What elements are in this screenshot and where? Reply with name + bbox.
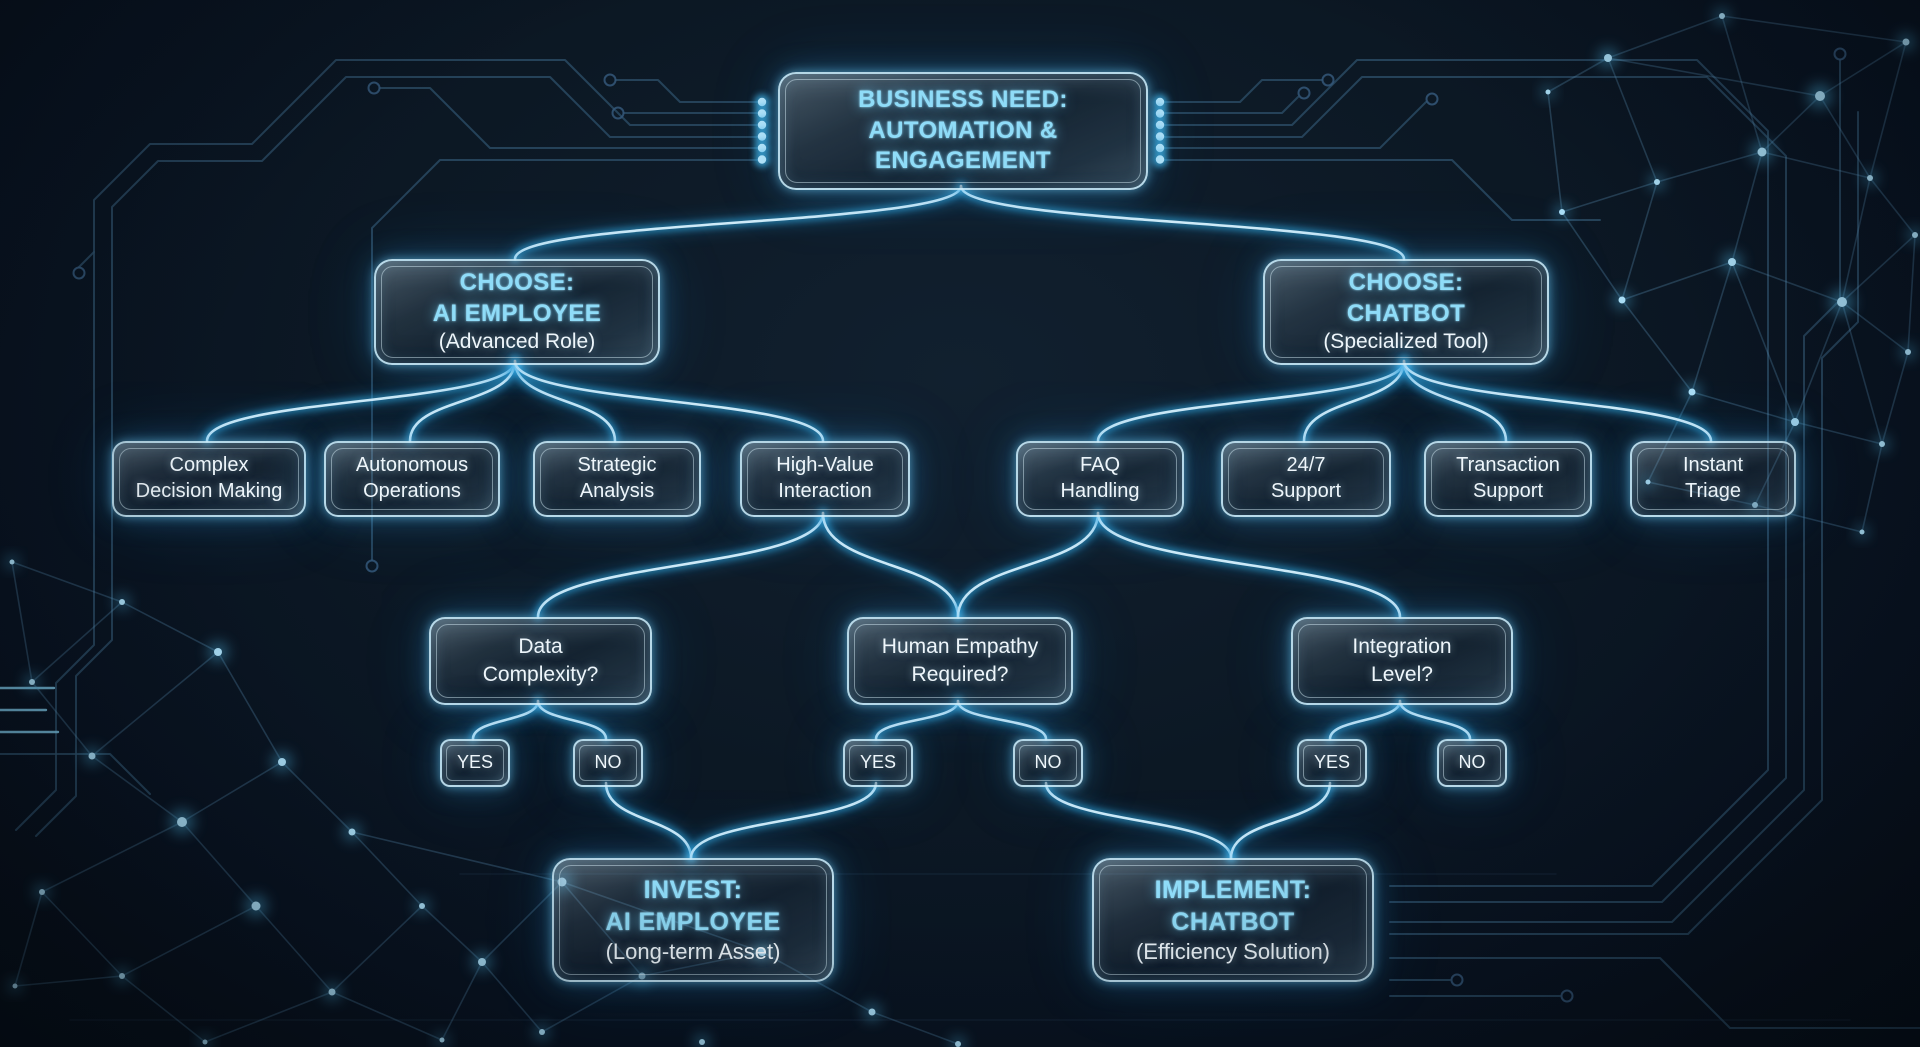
node-line: YES: [1313, 752, 1351, 773]
node-line: Integration: [1352, 634, 1452, 658]
node-line: Operations: [363, 480, 461, 502]
node-line: YES: [859, 752, 897, 773]
node-faq-handling: FAQ Handling: [1016, 441, 1184, 517]
node-integration-level: Integration Level?: [1291, 617, 1513, 705]
node-line: Support: [1270, 480, 1342, 502]
node-yes-human-empathy: YES: [843, 739, 913, 787]
node-data-complexity: Data Complexity?: [429, 617, 652, 705]
node-line: (Advanced Role): [438, 330, 596, 354]
node-line: Complexity?: [482, 663, 599, 686]
node-line: AI EMPLOYEE: [605, 907, 781, 936]
node-line: (Long-term Asset): [605, 938, 781, 964]
node-autonomous-operations: Autonomous Operations: [324, 441, 500, 517]
node-line: CHATBOT: [1346, 299, 1466, 327]
node-line: Handling: [1060, 480, 1140, 502]
node-line: ENGAGEMENT: [874, 147, 1051, 175]
node-line: Complex: [169, 454, 249, 477]
node-line: NO: [1458, 752, 1486, 773]
node-line: Instant: [1682, 454, 1744, 477]
node-line: (Efficiency Solution): [1135, 938, 1330, 964]
node-line: Autonomous: [355, 454, 469, 477]
node-line: YES: [456, 752, 494, 773]
node-line: High-Value: [776, 454, 874, 477]
node-line: Support: [1472, 480, 1544, 502]
node-line: AI EMPLOYEE: [432, 299, 602, 327]
node-line: BUSINESS NEED:: [858, 85, 1068, 113]
node-line: Triage: [1685, 480, 1741, 502]
node-strategic-analysis: Strategic Analysis: [533, 441, 701, 517]
node-line: CHOOSE:: [459, 268, 575, 296]
node-choose-chatbot: CHOOSE: CHATBOT (Specialized Tool): [1263, 259, 1549, 365]
node-line: NO: [1034, 752, 1062, 773]
node-line: CHOOSE:: [1348, 268, 1464, 296]
node-no-human-empathy: NO: [1013, 739, 1083, 787]
node-line: FAQ: [1079, 454, 1120, 477]
node-line: Interaction: [778, 480, 872, 502]
node-choose-ai-employee: CHOOSE: AI EMPLOYEE (Advanced Role): [374, 259, 660, 365]
node-line: 24/7: [1286, 454, 1326, 477]
node-human-empathy-required: Human Empathy Required?: [847, 617, 1073, 705]
node-implement-chatbot: IMPLEMENT: CHATBOT (Efficiency Solution): [1092, 858, 1374, 982]
node-business-need: BUSINESS NEED: AUTOMATION & ENGAGEMENT: [778, 72, 1148, 190]
node-no-integration-level: NO: [1437, 739, 1507, 787]
node-24-7-support: 24/7 Support: [1221, 441, 1391, 517]
node-high-value-interaction: High-Value Interaction: [740, 441, 910, 517]
node-line: CHATBOT: [1171, 907, 1295, 936]
node-line: Required?: [911, 663, 1009, 686]
node-transaction-support: Transaction Support: [1424, 441, 1592, 517]
node-line: INVEST:: [643, 875, 743, 904]
node-line: Decision Making: [135, 480, 283, 502]
node-line: Strategic: [577, 454, 657, 477]
node-instant-triage: Instant Triage: [1630, 441, 1796, 517]
node-line: Transaction: [1456, 454, 1560, 477]
node-yes-data-complexity: YES: [440, 739, 510, 787]
node-line: Level?: [1371, 663, 1433, 686]
node-line: NO: [594, 752, 622, 773]
node-line: AUTOMATION &: [868, 116, 1058, 144]
node-line: IMPLEMENT:: [1154, 875, 1312, 904]
node-line: Data: [518, 634, 563, 658]
node-invest-ai-employee: INVEST: AI EMPLOYEE (Long-term Asset): [552, 858, 834, 982]
node-complex-decision-making: Complex Decision Making: [112, 441, 306, 517]
node-line: (Specialized Tool): [1323, 330, 1489, 354]
node-no-data-complexity: NO: [573, 739, 643, 787]
node-line: Human Empathy: [881, 634, 1039, 658]
node-yes-integration-level: YES: [1297, 739, 1367, 787]
node-line: Analysis: [579, 480, 655, 502]
